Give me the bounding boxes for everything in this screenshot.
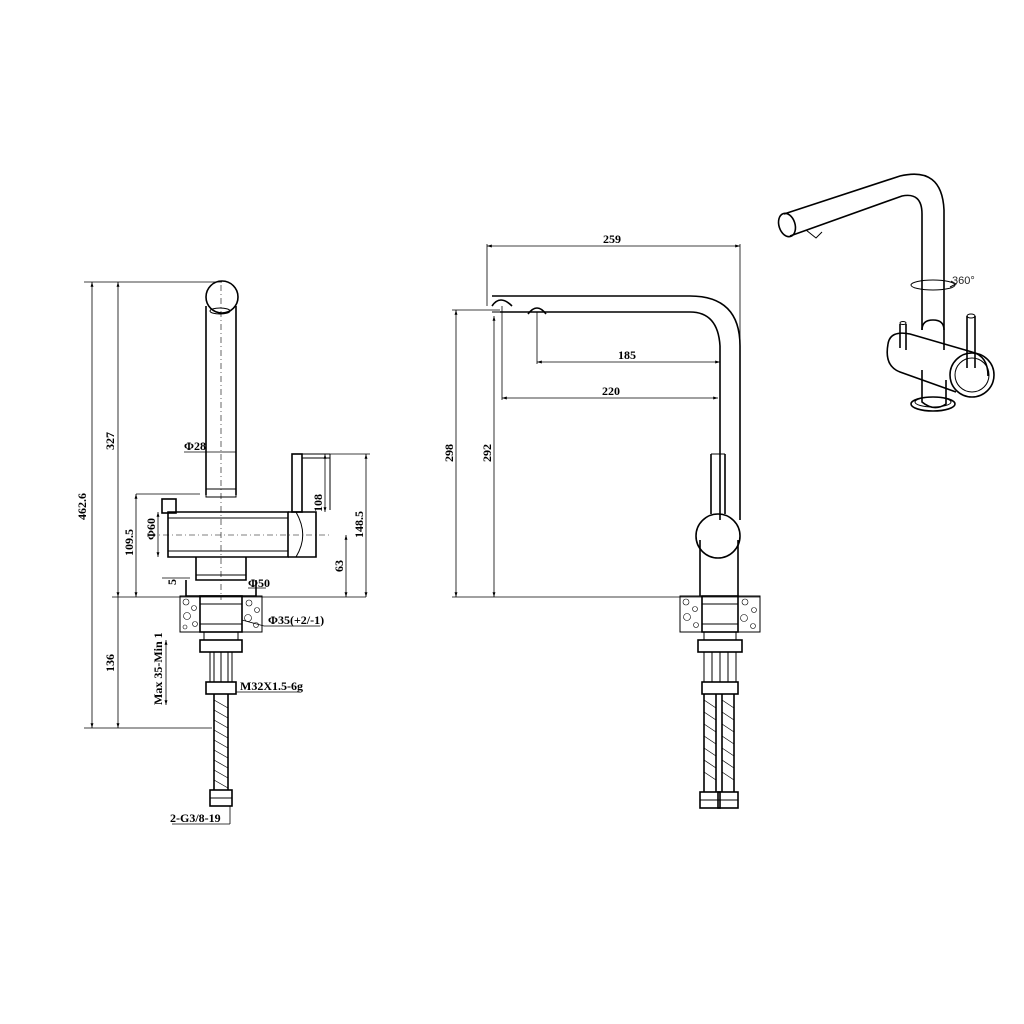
iso-spout xyxy=(777,173,945,330)
side-hose xyxy=(209,694,233,807)
dim-reach-total: 259 xyxy=(603,232,621,246)
dim-height-inner: 292 xyxy=(480,444,494,462)
dim-lower-height: 136 xyxy=(103,654,117,672)
side-body xyxy=(150,453,331,558)
dim-thread: M32X1.5-6g xyxy=(240,679,303,693)
side-view: 462.6 327 136 Φ28 Φ60 109.5 108 148.5 63… xyxy=(75,280,370,825)
dim-hose-connection: 2-G3/8-19 xyxy=(170,811,221,825)
dim-body-diameter: Φ60 xyxy=(144,518,158,540)
iso-body xyxy=(886,313,995,412)
dim-hole-diameter: Φ35(+2/-1) xyxy=(268,613,324,627)
side-shank xyxy=(199,631,243,695)
dim-base-diameter: Φ50 xyxy=(248,576,270,590)
iso-rotation-label: 360° xyxy=(952,275,975,287)
dim-handle-total: 148.5 xyxy=(352,511,366,538)
iso-rotation-arrow xyxy=(910,279,958,291)
dim-spout-diameter: Φ28 xyxy=(184,439,206,453)
dim-body-height: 109.5 xyxy=(122,529,136,556)
dim-reach-outer: 220 xyxy=(602,384,620,398)
dim-base-height: 63 xyxy=(332,560,346,572)
dim-reach-inner: 185 xyxy=(618,348,636,362)
front-dimensions xyxy=(452,244,760,598)
iso-view: 360° xyxy=(777,173,995,412)
dim-height-outer: 298 xyxy=(442,444,456,462)
dim-thickness: Max 35-Min 1 xyxy=(151,632,165,705)
dim-upper-height: 327 xyxy=(103,432,117,450)
side-spout xyxy=(205,280,239,600)
front-view: 259 185 220 298 292 xyxy=(442,232,761,809)
dim-base-gap: 5 xyxy=(165,579,179,585)
side-countertop xyxy=(179,595,263,633)
front-body xyxy=(695,453,741,596)
dim-total-height: 462.6 xyxy=(75,493,89,520)
side-dimensions xyxy=(84,281,370,825)
dim-handle-height: 108 xyxy=(311,494,325,512)
front-hoses xyxy=(699,694,739,809)
front-spout xyxy=(491,295,741,520)
front-shank xyxy=(697,631,743,695)
front-countertop xyxy=(679,595,761,633)
